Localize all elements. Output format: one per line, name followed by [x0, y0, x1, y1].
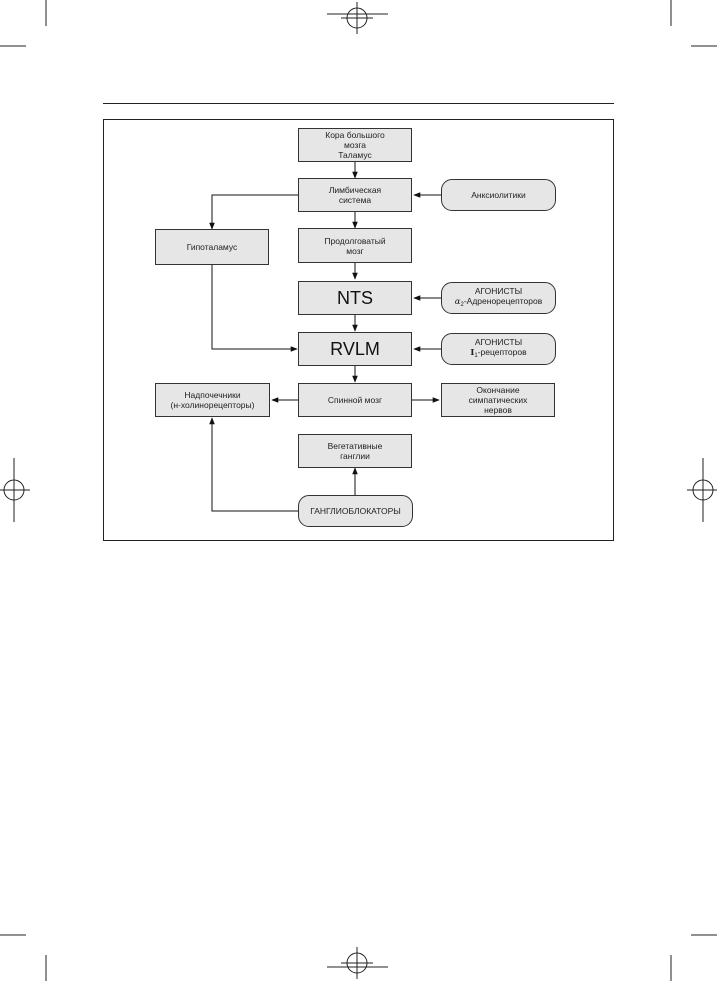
nts-label: NTS	[337, 288, 373, 308]
limbic-line-1: Лимбическая	[328, 185, 382, 195]
adrenal-box: Надпочечники (н-холинорецепторы)	[155, 383, 270, 417]
agonists-i1-title: АГОНИСТЫ	[474, 337, 523, 347]
medulla-line-2: мозг	[346, 245, 364, 256]
registration-mark-bottom	[341, 947, 373, 979]
sympathetic-line-1: Окончание	[476, 385, 520, 395]
rvlm-label: RVLM	[330, 339, 380, 359]
ganglioblockers-box: ГАНГЛИОБЛОКАТОРЫ	[298, 495, 413, 527]
hypothalamus-label: Гипоталамус	[186, 242, 238, 252]
medulla-line-1: Продолговатый	[324, 235, 386, 246]
cortex-line-2: мозга	[343, 140, 366, 150]
spinal-cord-box: Спинной мозг	[298, 383, 412, 417]
adrenal-line-2: (н-холинорецепторы)	[170, 400, 255, 410]
medulla-box: Продолговатый мозг	[298, 228, 412, 263]
agonists-alpha2-receptor: α2-Адренорецепторов	[455, 296, 542, 310]
agonists-i1-receptor: I1-рецепторов	[470, 347, 526, 361]
registration-mark-right	[687, 458, 717, 522]
agonists-i1-box: АГОНИСТЫ I1-рецепторов	[441, 333, 556, 365]
header-rule	[103, 103, 614, 104]
alpha-subscript: 2	[460, 302, 464, 308]
anxiolytics-box: Анксиолитики	[441, 179, 556, 211]
alpha-symbol: α	[454, 297, 461, 307]
sympathetic-line-2: симпатических	[468, 395, 528, 405]
limbic-line-2: система	[338, 195, 372, 205]
anxiolytics-label: Анксиолитики	[471, 190, 526, 200]
autonomic-ganglia-box: Вегетативные ганглии	[298, 434, 412, 468]
arrow-limbic-hypothalamus	[209, 194, 298, 230]
spinal-label: Спинной мозг	[327, 395, 383, 405]
i-suffix: -рецепторов	[477, 347, 527, 357]
alpha-suffix: -Адренорецепторов	[463, 296, 543, 306]
hypothalamus-box: Гипоталамус	[155, 229, 269, 265]
cortex-thalamus-box: Кора большого мозга Таламус	[298, 128, 412, 162]
cortex-line-1: Кора большого	[325, 130, 385, 140]
registration-mark-top	[341, 2, 373, 34]
agonists-alpha2-box: АГОНИСТЫ α2-Адренорецепторов	[441, 282, 556, 314]
sympathetic-line-3: нервов	[484, 405, 512, 415]
arrow-ganglioblockers-adrenal	[209, 417, 298, 512]
nts-box: NTS	[298, 281, 412, 315]
limbic-system-box: Лимбическая система	[298, 178, 412, 212]
i-symbol: I	[470, 348, 475, 358]
arrow-hypothalamus-rvlm	[211, 265, 298, 352]
ganglia-line-1: Вегетативные	[327, 441, 383, 451]
i-subscript: 1	[474, 353, 478, 359]
figure-frame	[103, 119, 614, 541]
ganglia-line-2: ганглии	[340, 451, 370, 461]
rvlm-box: RVLM	[298, 332, 412, 366]
cortex-line-3: Таламус	[338, 150, 372, 160]
agonists-alpha2-title: АГОНИСТЫ	[474, 286, 523, 296]
ganglioblockers-label: ГАНГЛИОБЛОКАТОРЫ	[310, 506, 401, 516]
adrenal-line-1: Надпочечники	[184, 390, 241, 400]
registration-mark-left	[0, 458, 30, 522]
sympathetic-endings-box: Окончание симпатических нервов	[441, 383, 555, 417]
